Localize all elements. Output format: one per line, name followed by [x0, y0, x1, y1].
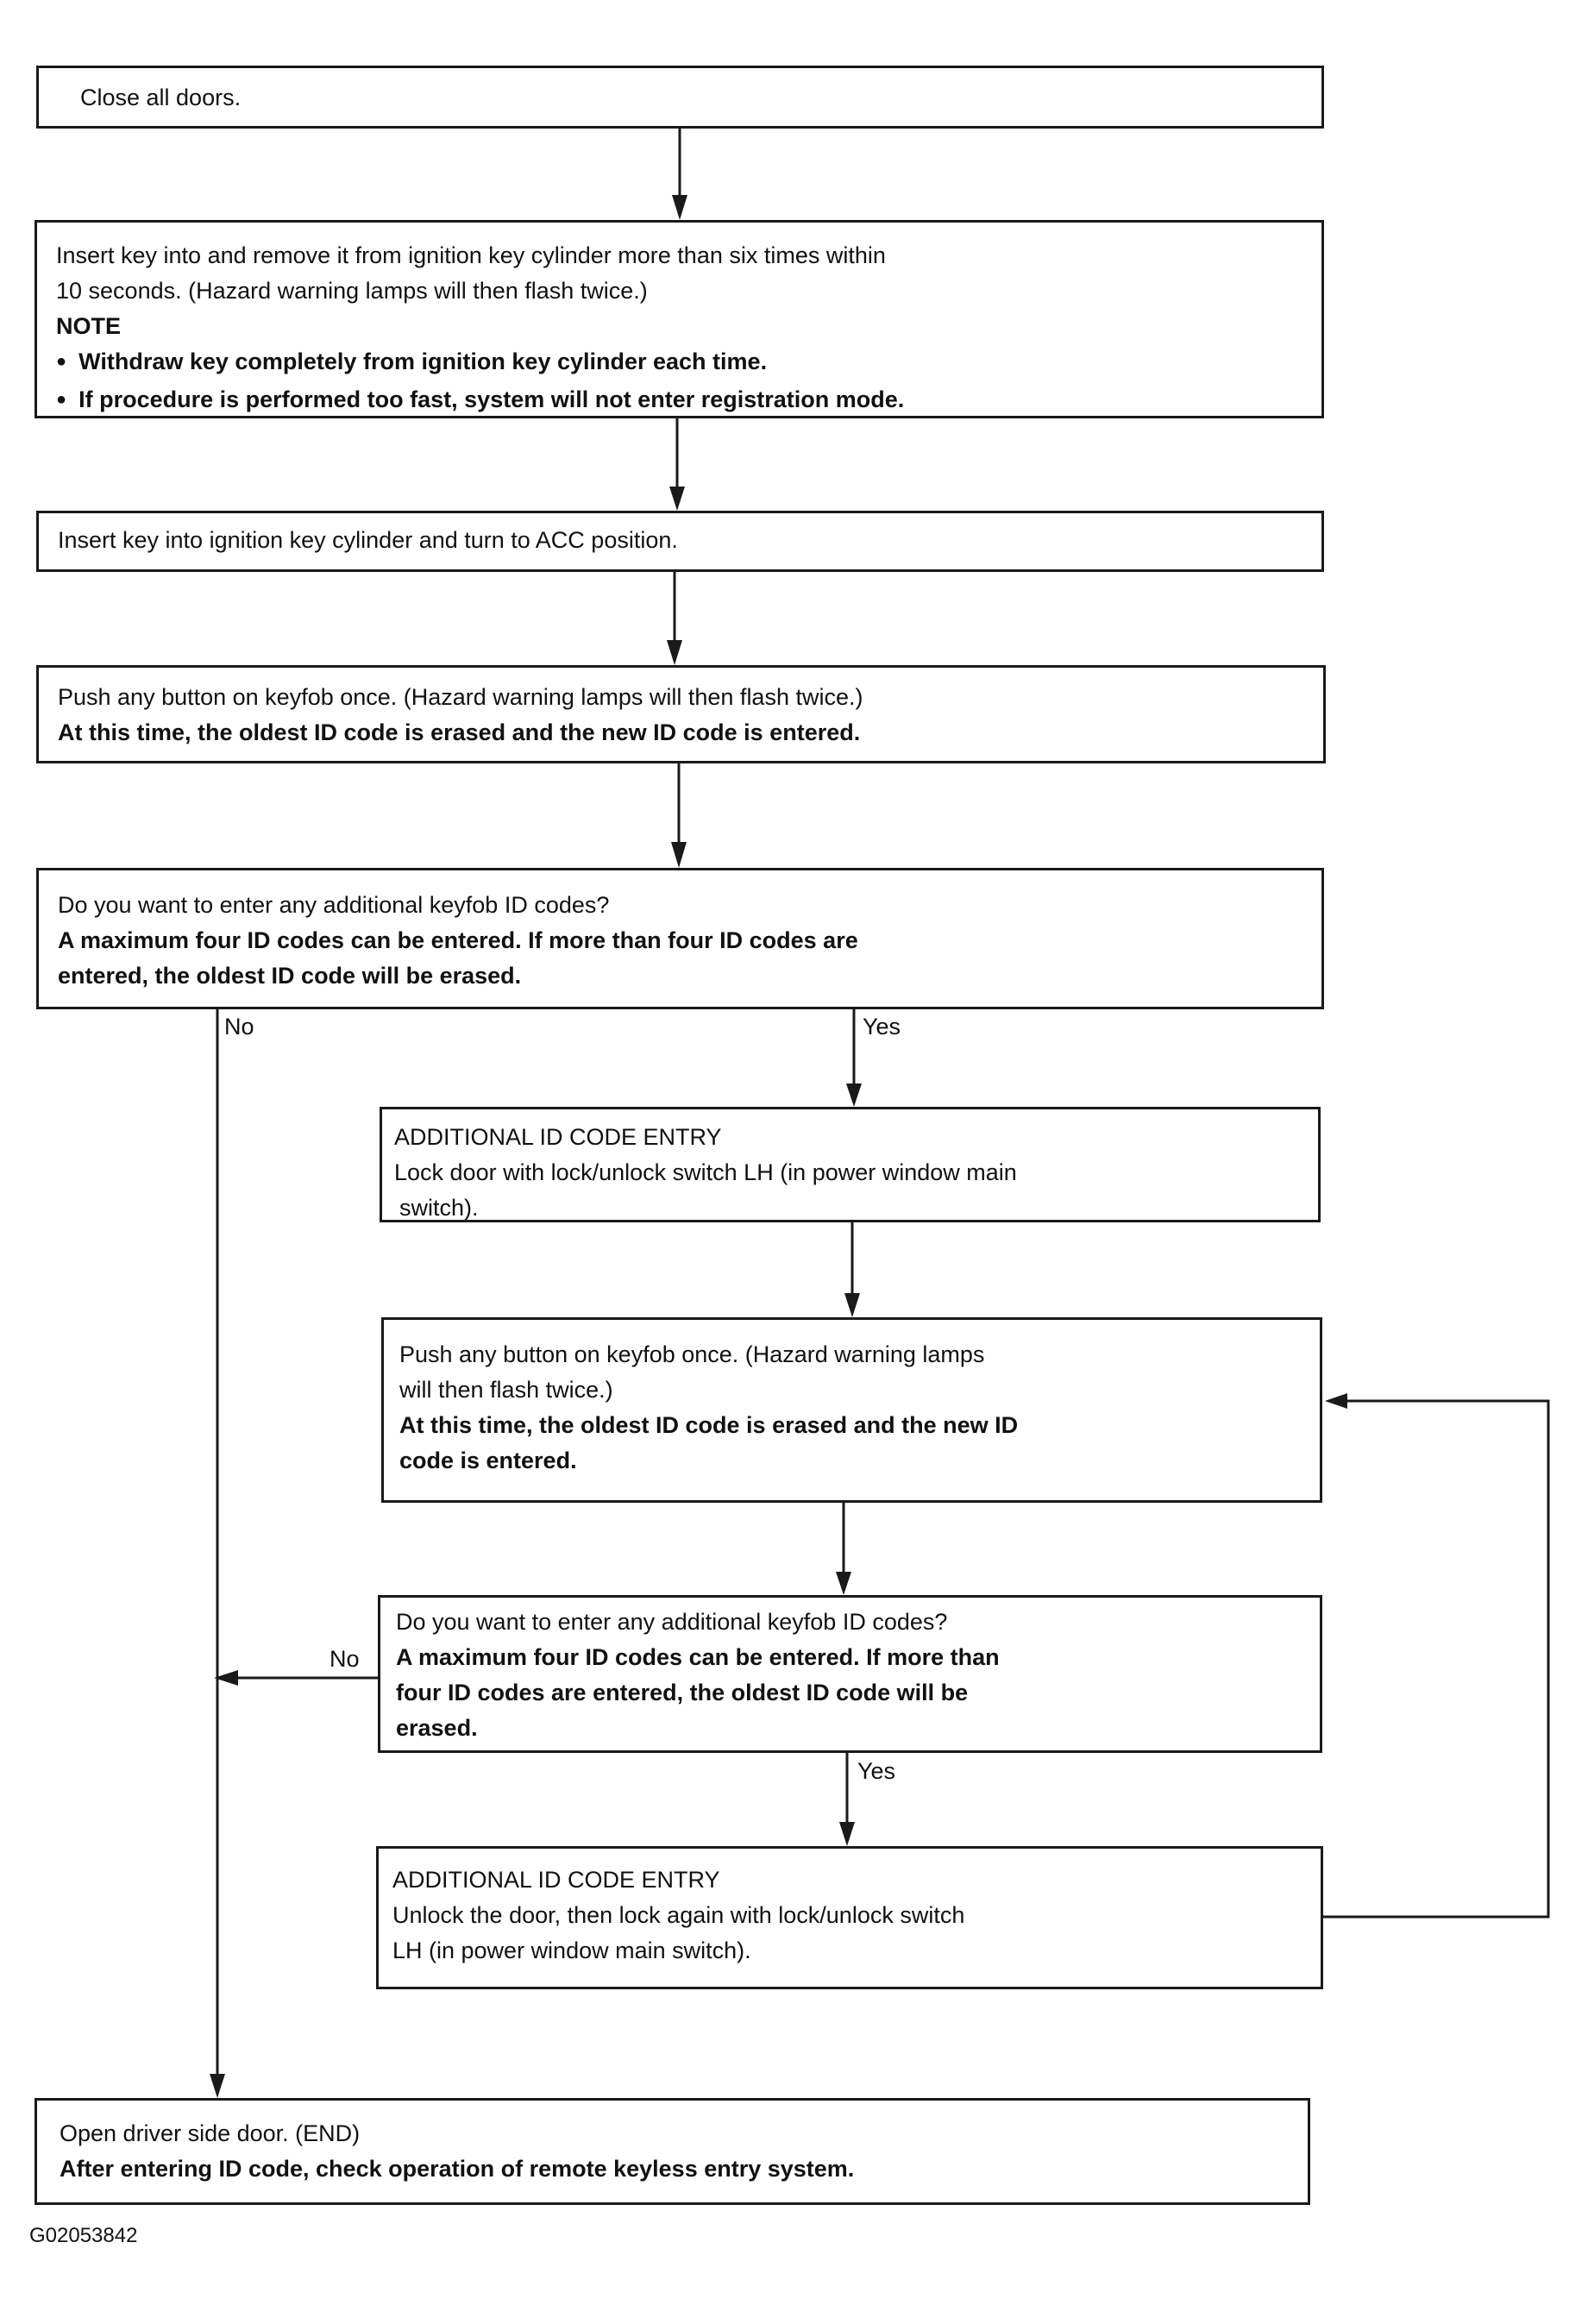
- arrowhead-question2-yes: [839, 1822, 855, 1846]
- push-2-line3: At this time, the oldest ID code is eras…: [399, 1412, 1019, 1438]
- arrowhead-push2-to-question2: [836, 1572, 851, 1595]
- step-push-keyfob-line2: At this time, the oldest ID code is eras…: [58, 719, 861, 745]
- additional-1-line3: switch).: [399, 1195, 479, 1221]
- decision-2-line4: erased.: [396, 1715, 478, 1741]
- arrowhead-push1-to-question1: [671, 842, 687, 868]
- step-insert-remove-key: Insert key into and remove it from ignit…: [35, 220, 1324, 418]
- additional-1-title: ADDITIONAL ID CODE ENTRY: [394, 1124, 722, 1150]
- step-acc-text: Insert key into ignition key cylinder an…: [58, 527, 678, 553]
- step-additional-entry-1: ADDITIONAL ID CODE ENTRY Lock door with …: [380, 1107, 1321, 1222]
- decision-additional-codes-2: Do you want to enter any additional keyf…: [378, 1595, 1322, 1753]
- note-bullet-1: Withdraw key completely from ignition ke…: [56, 344, 1302, 382]
- decision-1-line3: entered, the oldest ID code will be eras…: [58, 963, 522, 989]
- step-close-doors: Close all doors.: [36, 66, 1324, 129]
- step-push-keyfob-line1: Push any button on keyfob once. (Hazard …: [58, 684, 863, 710]
- step-close-doors-text: Close all doors.: [80, 85, 242, 110]
- decision-2-line2: A maximum four ID codes can be entered. …: [396, 1644, 1000, 1670]
- decision-additional-codes-1: Do you want to enter any additional keyf…: [36, 868, 1324, 1009]
- arrowhead-question1-yes: [846, 1083, 862, 1107]
- decision-2-line1: Do you want to enter any additional keyf…: [396, 1609, 948, 1635]
- arrowhead-question1-no-end: [210, 2074, 225, 2098]
- end-line2: After entering ID code, check operation …: [60, 2156, 855, 2182]
- decision-1-line1: Do you want to enter any additional keyf…: [58, 892, 610, 918]
- step-push-keyfob: Push any button on keyfob once. (Hazard …: [36, 665, 1326, 763]
- step-additional-entry-2: ADDITIONAL ID CODE ENTRY Unlock the door…: [376, 1846, 1323, 1989]
- arrowhead-acc-to-push1: [667, 640, 682, 665]
- step-acc-position: Insert key into ignition key cylinder an…: [36, 511, 1324, 572]
- note-title: NOTE: [56, 313, 122, 339]
- note-bullet-2: If procedure is performed too fast, syst…: [56, 382, 1302, 420]
- decision-2-line3: four ID codes are entered, the oldest ID…: [396, 1680, 969, 1705]
- decision-1-line2: A maximum four ID codes can be entered. …: [58, 927, 858, 953]
- arrowhead-additional1-to-push2: [844, 1293, 860, 1317]
- additional-2-line3: LH (in power window main switch).: [392, 1938, 751, 1963]
- label-yes-1: Yes: [863, 1014, 901, 1040]
- label-yes-2: Yes: [857, 1758, 896, 1784]
- additional-2-line2: Unlock the door, then lock again with lo…: [392, 1902, 965, 1928]
- arrowhead-question2-no: [214, 1670, 238, 1686]
- step-push-keyfob-2: Push any button on keyfob once. (Hazard …: [381, 1317, 1322, 1503]
- arrowhead-insert-to-acc: [669, 487, 685, 511]
- push-2-line1: Push any button on keyfob once. (Hazard …: [399, 1341, 985, 1367]
- additional-2-title: ADDITIONAL ID CODE ENTRY: [392, 1867, 720, 1893]
- figure-code: G02053842: [29, 2224, 138, 2247]
- label-no-1: No: [224, 1014, 254, 1040]
- additional-1-line2: Lock door with lock/unlock switch LH (in…: [394, 1159, 1017, 1185]
- arrowhead-close-to-insert: [672, 195, 687, 220]
- push-2-line2: will then flash twice.): [399, 1377, 613, 1403]
- step-insert-remove-line2: 10 seconds. (Hazard warning lamps will t…: [56, 278, 648, 304]
- arrowhead-loop-back: [1325, 1393, 1347, 1409]
- label-no-2: No: [330, 1646, 360, 1672]
- step-insert-remove-line1: Insert key into and remove it from ignit…: [56, 242, 886, 268]
- push-2-line4: code is entered.: [399, 1448, 577, 1473]
- end-line1: Open driver side door. (END): [60, 2120, 361, 2146]
- connector-loop-back: [1323, 1399, 1550, 1919]
- step-end: Open driver side door. (END) After enter…: [35, 2098, 1310, 2205]
